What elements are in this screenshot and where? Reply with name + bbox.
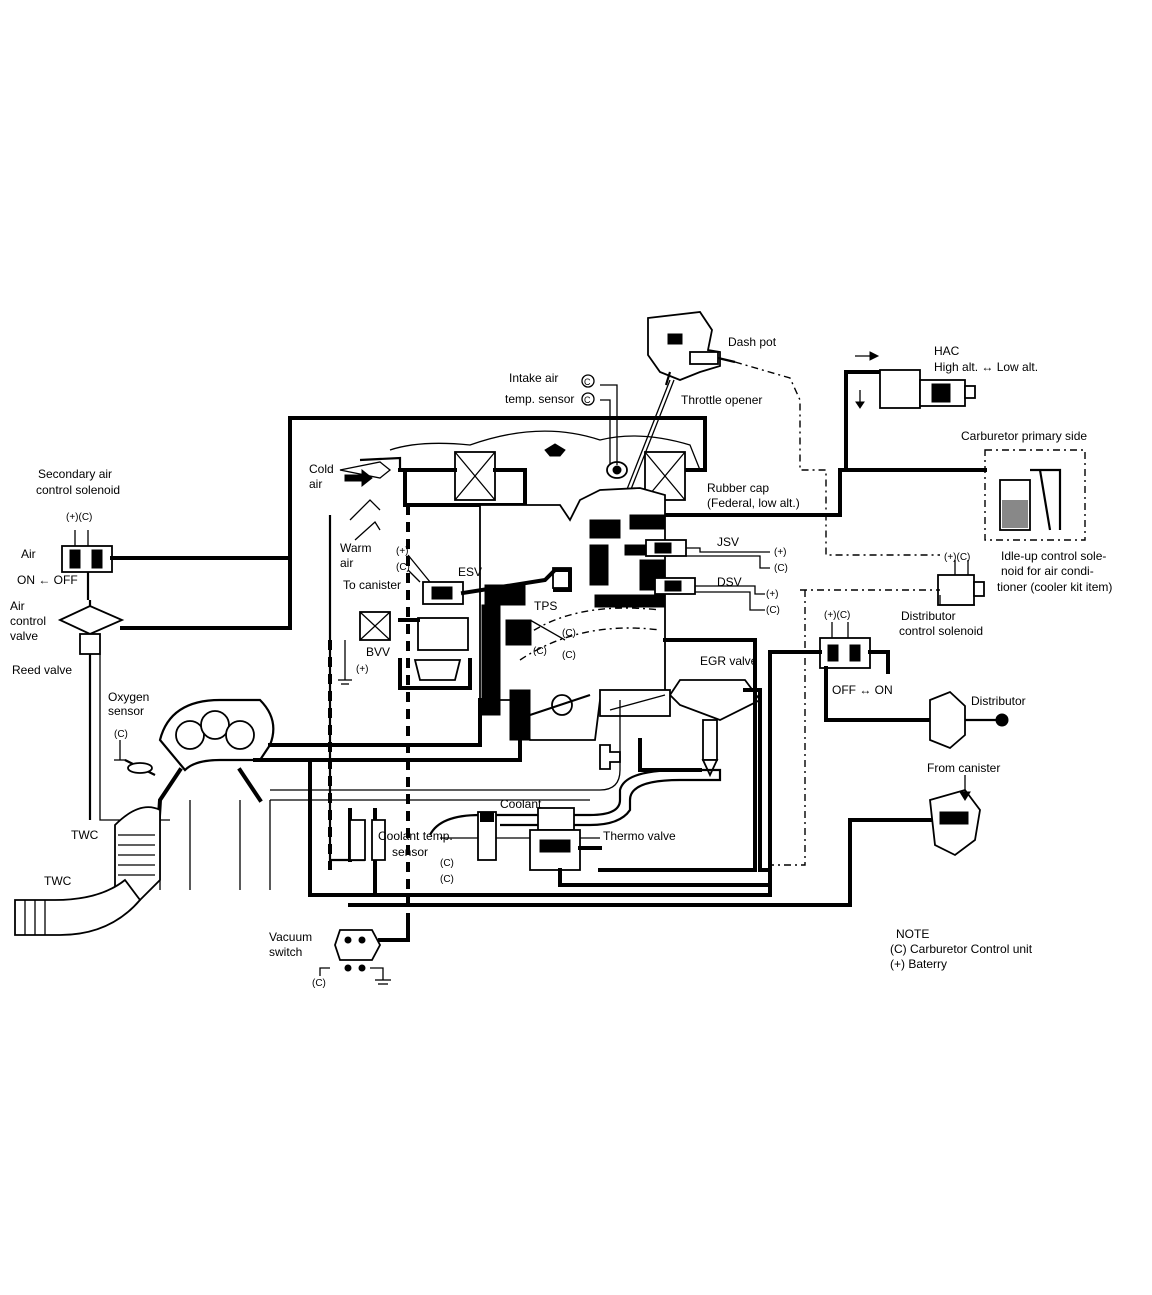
label-high-low-alt: High alt. ↔ Low alt. <box>934 360 1038 374</box>
label-secondary-air-1: Secondary air <box>38 467 112 481</box>
oxygen-sensor <box>114 740 156 776</box>
symbol-c-coolant-2: (C) <box>440 874 454 885</box>
label-tps: TPS <box>534 599 557 613</box>
twc-upper <box>114 806 161 902</box>
label-vacuum-1: Vacuum <box>269 930 312 944</box>
label-hac: HAC <box>934 344 960 358</box>
symbol-c-coolant-1: (C) <box>440 858 454 869</box>
label-bvv: BVV <box>366 645 390 659</box>
label-warm-air-2: air <box>340 556 353 570</box>
label-twc-1: TWC <box>71 828 99 842</box>
svg-text:C: C <box>584 377 591 387</box>
label-oxygen-2: sensor <box>108 704 144 718</box>
symbol-c-intake: C <box>581 374 595 388</box>
carburetor-body <box>479 487 666 741</box>
distributor-control-solenoid <box>758 622 937 872</box>
symbol-c-oxygen: (C) <box>114 729 128 740</box>
bvv-valve <box>338 611 472 690</box>
label-throttle-opener: Throttle opener <box>681 393 762 407</box>
label-air-control-1: Air <box>10 599 25 613</box>
idle-up-solenoid <box>937 560 985 606</box>
svg-text:C: C <box>584 395 591 405</box>
symbol-c-dsv: (C) <box>766 605 780 616</box>
label-reed-valve: Reed valve <box>12 663 72 677</box>
symbol-c-esv: (C) <box>396 562 410 573</box>
label-esv: ESV <box>458 565 482 579</box>
label-distributor-control-2: control solenoid <box>899 624 983 638</box>
label-distributor-control-1: Distributor <box>901 609 956 623</box>
label-on-off: ON ← OFF <box>17 573 78 587</box>
label-coolant: Coolant <box>500 797 542 811</box>
symbol-plus-bvv: (+) <box>356 664 369 675</box>
twc-lower <box>14 878 142 936</box>
symbol-c-temp: C <box>581 392 595 406</box>
label-federal-low-alt: (Federal, low alt.) <box>707 496 800 510</box>
label-from-canister: From canister <box>927 761 1000 775</box>
coolant-temp-sensor <box>349 819 386 861</box>
symbol-plus-c-idle: (+)(C) <box>944 552 970 563</box>
vacuum-switch <box>319 923 410 985</box>
symbol-c-tps-3: (C) <box>562 650 576 661</box>
esv-valve <box>407 554 572 605</box>
hac-unit <box>658 351 976 517</box>
distributor <box>929 690 1009 750</box>
label-egr-valve: EGR valve <box>700 654 758 668</box>
symbol-c-tps-2: (C) <box>533 646 547 657</box>
label-cold-air-2: air <box>309 477 322 491</box>
label-dsv: DSV <box>717 575 742 589</box>
label-idle-up-1: Idle-up control sole- <box>1001 549 1106 563</box>
dash-pot-hose <box>734 361 940 556</box>
label-air: Air <box>21 547 36 561</box>
symbol-c-vacuum: (C) <box>312 978 326 989</box>
symbol-plus-c-distributor: (+)(C) <box>824 610 850 621</box>
symbol-plus-esv: (+) <box>396 546 409 557</box>
air-control-valve <box>57 416 707 821</box>
label-idle-up-2: noid for air condi- <box>1001 564 1094 578</box>
symbol-c-jsv: (C) <box>774 563 788 574</box>
label-rubber-cap: Rubber cap <box>707 481 769 495</box>
label-note-title: NOTE <box>896 927 929 941</box>
dsv-valve <box>654 577 765 611</box>
label-twc-2: TWC <box>44 874 72 888</box>
label-carb-primary-side: Carburetor primary side <box>961 429 1087 443</box>
symbol-plus-dsv: (+) <box>766 589 779 600</box>
label-vacuum-2: switch <box>269 945 302 959</box>
label-jsv: JSV <box>717 535 739 549</box>
label-thermo-valve: Thermo valve <box>603 829 676 843</box>
label-coolant-temp-2: sensor <box>392 845 428 859</box>
canister-purge-valve <box>348 775 981 907</box>
jsv-valve <box>645 539 770 569</box>
label-temp-sensor: temp. sensor <box>505 392 574 406</box>
label-off-on: OFF ↔ ON <box>832 683 893 697</box>
label-note-plus: (+) Baterry <box>890 957 947 971</box>
intake-manifold <box>152 698 275 890</box>
symbol-plus-jsv: (+) <box>774 547 787 558</box>
label-air-control-2: control <box>10 614 46 628</box>
label-coolant-temp-1: Coolant temp. <box>378 829 453 843</box>
vacuum-lines <box>253 505 975 930</box>
coolant-passage <box>429 768 722 861</box>
secondary-air-control-solenoid <box>61 530 292 600</box>
thermo-valve <box>529 807 772 887</box>
carburetor-primary-side-inset <box>844 449 1086 541</box>
label-intake-air: Intake air <box>509 371 558 385</box>
label-oxygen-1: Oxygen <box>108 690 149 704</box>
label-to-canister: To canister <box>343 578 401 592</box>
label-dash-pot: Dash pot <box>728 335 777 349</box>
label-cold-air-1: Cold <box>309 462 334 476</box>
symbol-c-tps: (C) <box>562 628 576 639</box>
symbol-plus-c-secondary: (+)(C) <box>66 512 92 523</box>
dash-pot <box>647 311 736 386</box>
label-note-c: (C) Carburetor Control unit <box>890 942 1033 956</box>
label-idle-up-3: tioner (cooler kit item) <box>997 580 1112 594</box>
label-air-control-3: valve <box>10 629 38 643</box>
label-distributor: Distributor <box>971 694 1026 708</box>
label-secondary-air-2: control solenoid <box>36 483 120 497</box>
label-warm-air-1: Warm <box>340 541 372 555</box>
